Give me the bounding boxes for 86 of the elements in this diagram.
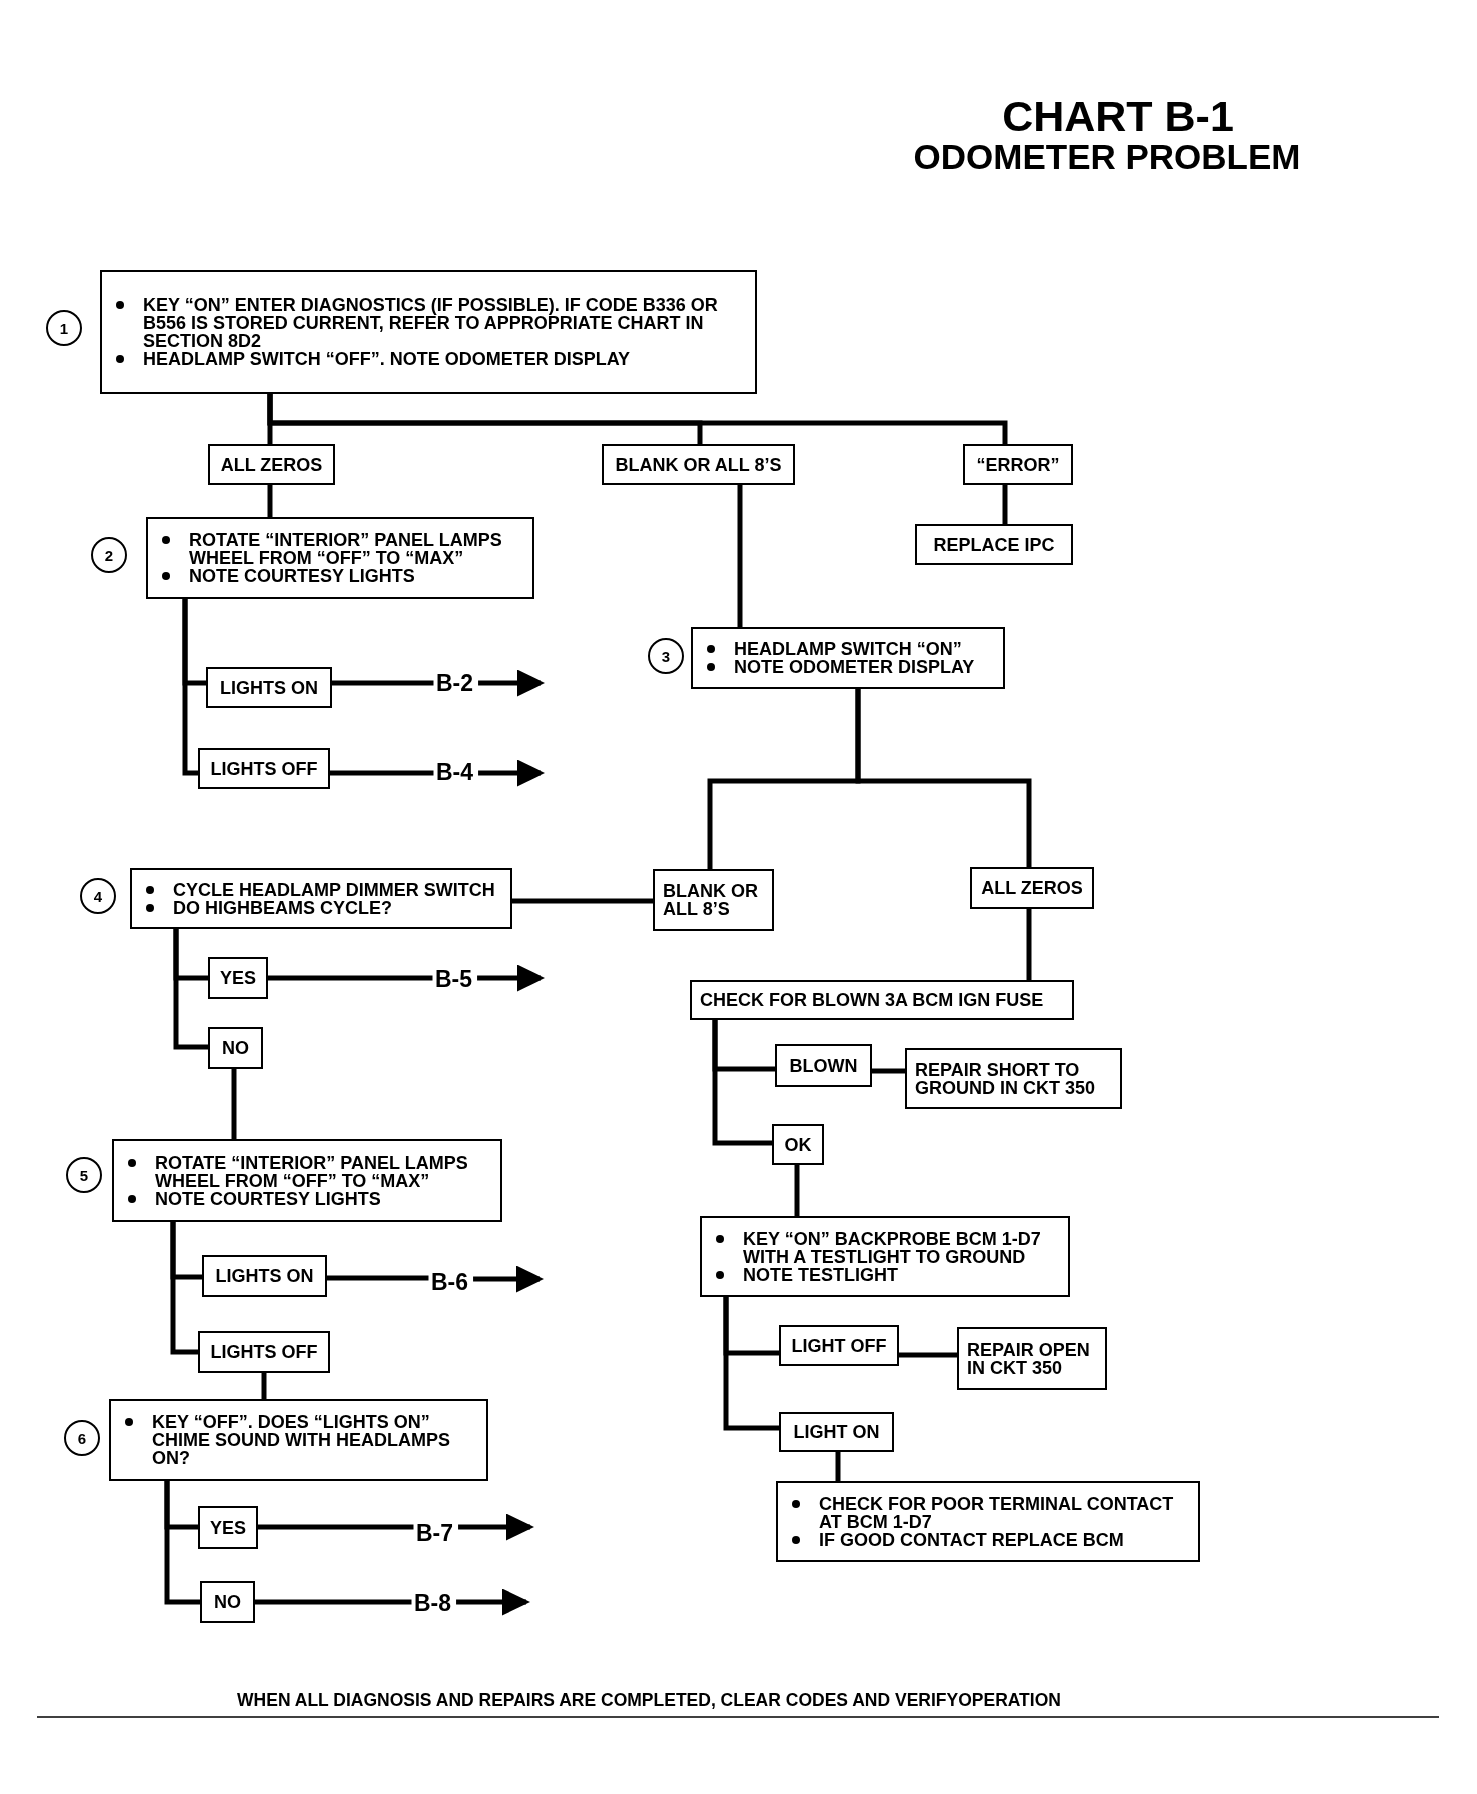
action-text: REPAIR SHORT TO GROUND IN CKT 350 (915, 1060, 1097, 1097)
step-number: 4 (80, 878, 116, 914)
chart-reference: B-6 (426, 1269, 474, 1295)
arrow (478, 759, 545, 787)
step-text: NOTE COURTESY LIGHTS (189, 567, 415, 585)
process-box (109, 1399, 488, 1481)
outcome-box (915, 524, 1073, 565)
arrow (477, 964, 545, 992)
step-number: 1 (46, 310, 82, 346)
action-box (690, 980, 1074, 1020)
outcome-text: OK (784, 1135, 812, 1154)
action-text: CHECK FOR BLOWN 3A BCM IGN FUSE (700, 991, 1044, 1009)
step-text: KEY “ON” ENTER DIAGNOSTICS (IF POSSIBLE). IF CODE B336 OR B556 IS STORED CURRENT, REFER TO APPROPRIATE CHART IN SECTION 8D2 (143, 296, 719, 350)
step-text: HEADLAMP SWITCH “OFF”. NOTE ODOMETER DISPLAY (143, 350, 631, 368)
outcome-box (772, 1124, 824, 1165)
process-box (100, 270, 757, 394)
process-box (112, 1139, 502, 1222)
outcome-box (208, 1027, 263, 1069)
outcome-box (206, 667, 332, 708)
outcome-text: LIGHTS OFF (210, 1343, 318, 1361)
outcome-text: LIGHT OFF (791, 1336, 887, 1355)
arrow (456, 1588, 530, 1616)
chart-subtitle: ODOMETER PROBLEM (913, 139, 1301, 174)
outcome-text: ALL ZEROS (981, 879, 1083, 897)
outcome-text: LIGHTS OFF (210, 759, 318, 778)
chart-reference: B-8 (409, 1590, 457, 1616)
process-box (130, 868, 512, 929)
step-number: 3 (648, 638, 684, 674)
outcome-text: NO (214, 1593, 241, 1611)
outcome-box (779, 1325, 899, 1366)
step-text: KEY “ON” BACKPROBE BCM 1-D7 WITH A TESTLIGHT TO GROUND (743, 1229, 1042, 1266)
step-text: KEY “OFF”. DOES “LIGHTS ON” CHIME SOUND WITH HEADLAMPS ON? (152, 1413, 451, 1467)
process-box (700, 1216, 1070, 1297)
outcome-text: LIGHTS ON (215, 1267, 314, 1285)
outcome-text: LIGHT ON (793, 1423, 880, 1441)
step-number: 2 (91, 537, 127, 573)
outcome-box (208, 444, 335, 485)
process-box (691, 627, 1005, 689)
step-number: 5 (66, 1157, 102, 1193)
action-text: BLANK OR ALL 8’S (663, 882, 759, 918)
outcome-box (208, 957, 268, 999)
step-text: DO HIGHBEAMS CYCLE? (173, 898, 392, 917)
outcome-text: ALL ZEROS (220, 455, 323, 474)
outcome-box (779, 1412, 894, 1452)
outcome-text: “ERROR” (976, 455, 1060, 474)
step-text: ROTATE “INTERIOR” PANEL LAMPS WHEEL FROM “OFF” TO “MAX” (155, 1153, 469, 1190)
arrow (473, 1265, 544, 1293)
arrow (478, 669, 545, 697)
step-text: HEADLAMP SWITCH “ON” (734, 640, 962, 658)
outcome-text: NO (222, 1039, 249, 1057)
process-box (146, 517, 534, 599)
step-text: IF GOOD CONTACT REPLACE BCM (819, 1530, 1124, 1549)
outcome-text: REPLACE IPC (933, 535, 1055, 554)
outcome-box (202, 1255, 327, 1297)
outcome-box (198, 1331, 330, 1373)
outcome-text: YES (210, 1518, 246, 1537)
outcome-box (602, 444, 795, 485)
outcome-text: BLANK OR ALL 8’S (615, 455, 782, 474)
chart-reference: B-4 (431, 759, 479, 785)
footer-note: WHEN ALL DIAGNOSIS AND REPAIRS ARE COMPLETED, CLEAR CODES AND VERIFYOPERATION (237, 1692, 1061, 1710)
chart-reference: B-7 (411, 1520, 459, 1546)
outcome-text: YES (220, 969, 256, 987)
chart-reference: B-2 (431, 670, 479, 696)
outcome-box (775, 1044, 872, 1087)
outcome-box (198, 748, 330, 789)
step-text: NOTE COURTESY LIGHTS (155, 1189, 381, 1208)
action-box (653, 869, 774, 931)
outcome-box (963, 444, 1073, 485)
step-text: ROTATE “INTERIOR” PANEL LAMPS WHEEL FROM “OFF” TO “MAX” (189, 531, 503, 567)
outcome-box (970, 867, 1094, 909)
arrow (458, 1513, 534, 1541)
step-text: CYCLE HEADLAMP DIMMER SWITCH (173, 880, 495, 899)
chart-title: CHART B-1 (1002, 95, 1234, 138)
chart-reference: B-5 (430, 966, 478, 992)
action-box (957, 1327, 1107, 1390)
outcome-box (198, 1506, 258, 1549)
outcome-box (200, 1581, 255, 1623)
outcome-text: BLOWN (789, 1056, 858, 1075)
outcome-text: LIGHTS ON (220, 678, 318, 697)
step-text: NOTE TESTLIGHT (743, 1265, 898, 1284)
action-box (905, 1048, 1122, 1109)
step-number: 6 (64, 1420, 100, 1456)
process-box (776, 1481, 1200, 1562)
action-text: REPAIR OPEN IN CKT 350 (967, 1340, 1091, 1377)
step-text: NOTE ODOMETER DISPLAY (734, 658, 975, 676)
step-text: CHECK FOR POOR TERMINAL CONTACT AT BCM 1-D7 (819, 1494, 1175, 1531)
